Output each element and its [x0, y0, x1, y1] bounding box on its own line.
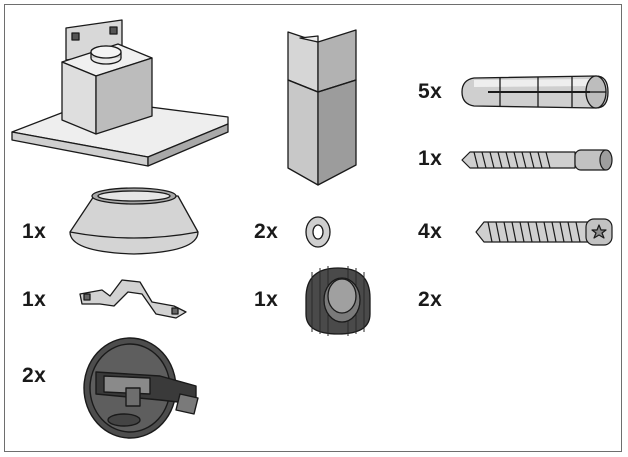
qty-extra: 2x: [418, 288, 443, 311]
qty-wall-plug: 5x: [418, 80, 443, 103]
qty-bracket: 1x: [22, 288, 47, 311]
qty-long-screw: 1x: [418, 147, 443, 170]
qty-washer: 2x: [254, 220, 279, 243]
qty-valve: 2x: [22, 364, 47, 387]
qty-knob: 1x: [254, 288, 279, 311]
qty-screw: 4x: [418, 220, 443, 243]
qty-collar: 1x: [22, 220, 47, 243]
